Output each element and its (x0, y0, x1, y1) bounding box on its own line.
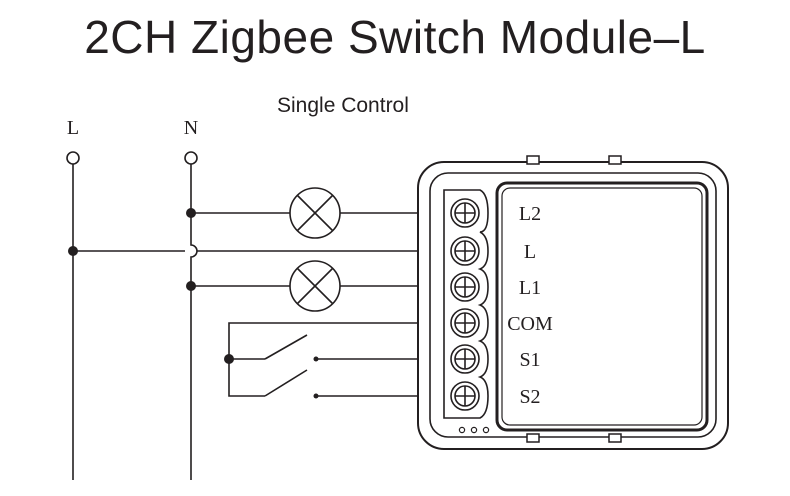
lamp-2-icon (289, 260, 341, 312)
neutral-terminal-circle (184, 151, 198, 165)
terminal-screw-l2-icon (450, 198, 480, 228)
terminal-label-l1: L1 (519, 277, 541, 299)
line-terminal-circle (66, 151, 80, 165)
terminal-label-s2: S2 (519, 386, 540, 408)
junction-dot (68, 246, 78, 256)
diagram-subtitle: Single Control (277, 94, 409, 117)
terminal-screw-s2-icon (450, 381, 480, 411)
terminal-screw-com-icon (450, 308, 480, 338)
switch-1-icon (264, 334, 319, 362)
terminal-screw-s1-icon (450, 344, 480, 374)
terminal-label-s1: S1 (519, 349, 540, 371)
terminal-screw-l1-icon (450, 272, 480, 302)
terminal-label-l2: L2 (519, 203, 541, 225)
switch-2-icon (264, 369, 319, 399)
junction-dot (186, 281, 196, 291)
junction-dot (224, 354, 234, 364)
switch-module (417, 155, 729, 450)
terminal-label-com: COM (507, 313, 553, 335)
diagram-title: 2CH Zigbee Switch Module–L (84, 11, 706, 63)
neutral-supply-label: N (184, 117, 198, 139)
line-supply-label: L (67, 117, 79, 139)
terminal-screw-l-icon (450, 236, 480, 266)
junction-dot (186, 208, 196, 218)
terminal-label-l: L (524, 241, 536, 263)
lamp-1-icon (289, 187, 341, 239)
